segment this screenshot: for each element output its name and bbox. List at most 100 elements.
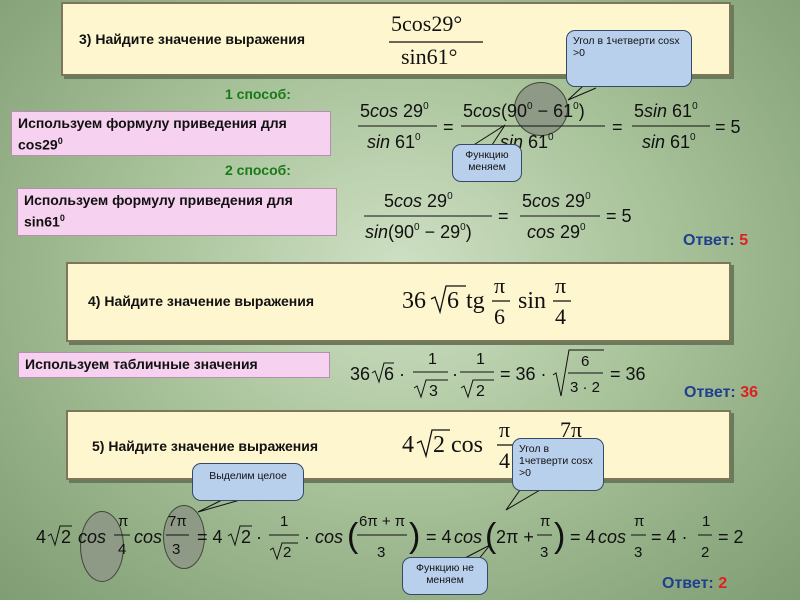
task5-oval-cos [80,511,124,582]
task3-answer-label: Ответ: [683,232,735,249]
svg-text:3: 3 [172,541,180,558]
svg-text:= 4: = 4 [426,527,452,547]
svg-text:4: 4 [555,304,566,329]
task4-solution: 36 6 · 1 3 · 1 2 = 36 · 6 3 · 2 = 36 [350,349,646,400]
svg-text:2: 2 [433,432,445,458]
task3-method2-label: 2 способ: [225,162,291,178]
svg-text:cos: cos [598,527,626,547]
svg-text:=: = [612,117,623,137]
task3-highlight-oval [514,82,568,136]
svg-text:sin(900 − 290): sin(900 − 290) [365,222,472,242]
svg-text:cos: cos [78,527,106,547]
svg-text:1: 1 [428,351,437,368]
svg-text:π: π [634,513,644,530]
svg-text:4: 4 [402,432,414,458]
svg-text:= 5: = 5 [715,117,741,137]
svg-text:·: · [304,527,310,547]
svg-text:2: 2 [701,544,709,561]
task3-hint1-text: Используем формулу приведения для cos29 [18,115,287,153]
svg-text:cos: cos [451,432,483,458]
svg-text:= 5: = 5 [606,206,632,226]
svg-text:1: 1 [702,513,710,530]
svg-text:4: 4 [36,527,46,547]
svg-text:5cos 290: 5cos 290 [384,191,453,211]
svg-text:sin 610: sin 610 [642,132,696,152]
svg-text:sin61°: sin61° [401,44,457,69]
svg-text:π: π [555,273,566,298]
task4-answer: Ответ: 36 [684,384,758,402]
task3-callout-change: Функцию меняем [452,144,522,182]
svg-text:cos 290: cos 290 [527,222,586,242]
svg-text:1: 1 [476,351,485,368]
svg-text:= 36 ·: = 36 · [500,364,547,384]
svg-text:5cos 290: 5cos 290 [360,101,429,121]
svg-text:5cos(900 − 610): 5cos(900 − 610) [463,101,585,121]
svg-text:=: = [443,117,454,137]
svg-text:π: π [494,273,505,298]
task5-solution: 4 2 cos π 4 cos 7π 3 = 4 2 · 1 2 · cos (… [36,513,744,561]
svg-text:2: 2 [61,527,71,547]
task3-answer-value: 5 [739,232,749,249]
svg-text:= 4: = 4 [570,527,596,547]
svg-text:6π + π: 6π + π [359,513,405,530]
task5-callout-nochange: Функцию не меняем [402,557,488,595]
svg-text:3: 3 [377,544,385,561]
task3-expression: 5cos29° sin61° [389,11,483,69]
svg-text:tg: tg [466,288,485,314]
task4-answer-label: Ответ: [684,384,736,401]
task3-hint2-text: Используем формулу приведения для sin61 [24,192,293,230]
svg-text:cos: cos [134,527,162,547]
svg-text:2π +: 2π + [496,527,534,547]
svg-text:·: · [452,364,458,384]
svg-text:36: 36 [350,364,370,384]
svg-text:= 4 ·: = 4 · [651,527,688,547]
svg-text:= 4: = 4 [197,527,223,547]
svg-text:6: 6 [447,288,459,314]
task3-method2-solution: 5cos 290 sin(900 − 290) = 5cos 290 cos 2… [364,191,632,242]
svg-text:= 36: = 36 [610,364,646,384]
svg-text:(: ( [347,517,359,555]
svg-text:π: π [540,513,550,530]
task5-label: 5) Найдите значение выражения [92,438,319,454]
task5-callout-angle: Угол в 1четверти cosx >0 [512,438,604,491]
task3-answer: Ответ: 5 [683,232,748,250]
svg-text:6 ·: 6 · [384,364,405,384]
svg-text:3 · 2: 3 · 2 [570,379,600,396]
svg-text:sin: sin [518,288,546,314]
svg-text:6: 6 [581,353,589,370]
task5-answer: Ответ: 2 [662,575,727,593]
svg-text:7π: 7π [168,513,187,530]
task3-method1-label: 1 способ: [225,86,291,102]
task3-hint1-sup: 0 [57,136,63,146]
svg-text:1: 1 [280,513,288,530]
svg-text:5cos29°: 5cos29° [391,11,462,36]
svg-text:4: 4 [499,448,510,473]
task4-answer-value: 36 [740,384,759,401]
task4-expression: 36 6 tg π 6 sin π 4 [402,273,571,329]
svg-text:π: π [118,513,128,530]
svg-text:): ) [554,517,565,555]
task3-label: 3) Найдите значение выражения [79,31,306,47]
svg-text:2: 2 [476,383,485,400]
task4-hint: Используем табличные значения [18,352,330,378]
task3-hint2: Используем формулу приведения для sin610 [17,188,337,236]
task3-hint1: Используем формулу приведения для cos290 [11,111,331,156]
task3-hint2-sup: 0 [59,213,65,223]
svg-text:sin 610: sin 610 [367,132,421,152]
svg-text:π: π [499,417,510,442]
svg-text:cos: cos [454,527,482,547]
svg-text:= 2: = 2 [718,527,744,547]
task5-box [66,410,731,480]
svg-text:cos: cos [315,527,343,547]
task5-callout-whole: Выделим целое [192,463,304,501]
task3-callout-angle: Угол в 1четверти cosx >0 [566,30,692,87]
svg-text:4: 4 [118,541,126,558]
svg-text:3: 3 [540,544,548,561]
task5-answer-value: 2 [718,575,728,592]
svg-text:5sin 610: 5sin 610 [634,101,698,121]
svg-text:7π: 7π [560,417,582,442]
svg-text:): ) [409,517,420,555]
svg-text:2 ·: 2 · [241,527,262,547]
